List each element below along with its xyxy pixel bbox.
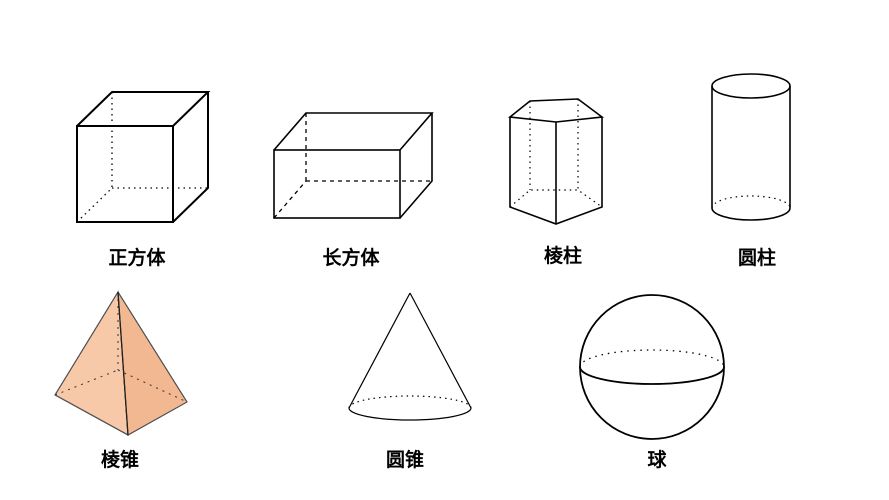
cube-label: 正方体 [108,247,166,269]
prism-figure [507,98,605,225]
sphere-label: 球 [647,449,667,471]
sphere-figure [579,294,725,440]
pyramid-label: 棱锥 [100,449,140,471]
cube-figure [76,91,211,223]
cone-figure [348,292,472,421]
cylinder-label: 圆柱 [737,247,777,269]
pyramid-figure [54,290,188,436]
cylinder-figure [711,73,791,221]
cuboid-figure [273,112,434,219]
cuboid-label: 长方体 [322,247,380,269]
prism-label: 棱柱 [543,245,583,267]
cone-label: 圆锥 [385,449,425,471]
